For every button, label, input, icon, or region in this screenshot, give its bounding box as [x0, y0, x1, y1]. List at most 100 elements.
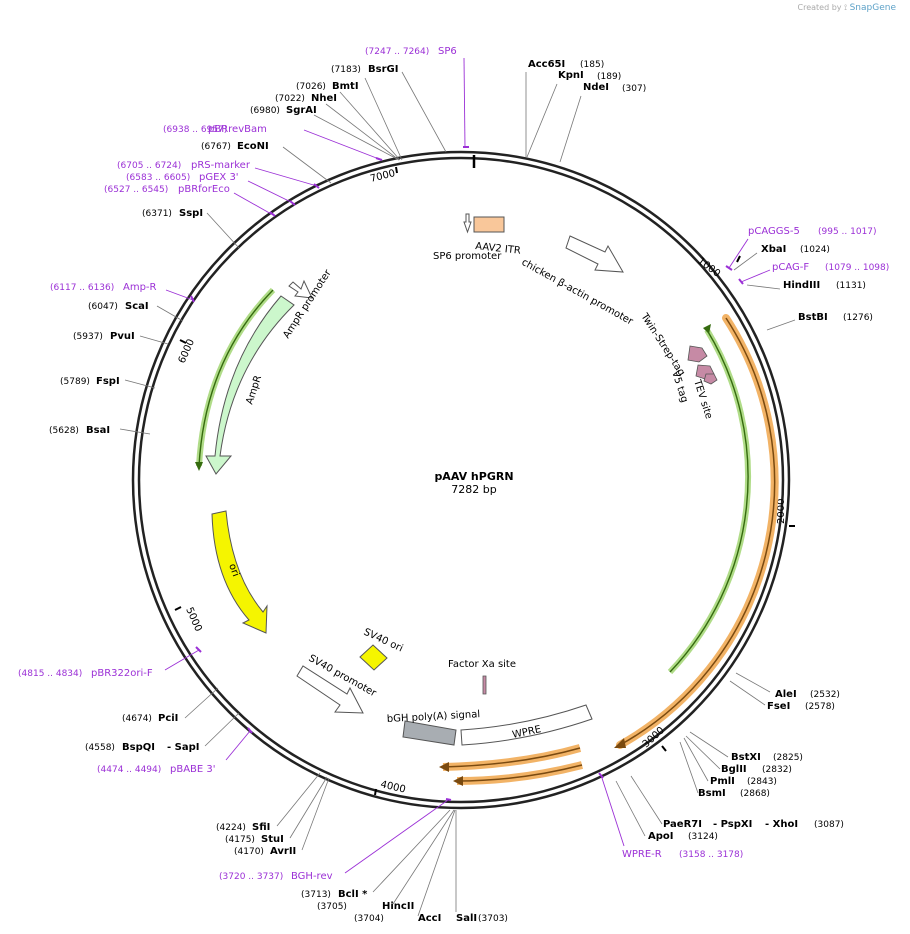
site-name-0: Acc65I — [528, 59, 565, 70]
site-name-34: BmtI — [332, 81, 359, 92]
site-name-26: BsaI — [86, 425, 110, 436]
twin-strep-tag-arrow — [687, 345, 708, 363]
plasmid-name: pAAV hPGRN — [434, 470, 513, 483]
ori-arc — [211, 510, 268, 634]
primer-name-0: SP6 — [438, 46, 457, 57]
site-name-35: BsrGI — [368, 64, 398, 75]
site-name-20: AvrII — [270, 846, 296, 857]
site-pos-2: (307) — [622, 84, 646, 94]
site-name-25: PciI — [158, 713, 178, 724]
backbone-outer — [131, 150, 791, 810]
orf-arrowhead — [614, 738, 626, 748]
primer-range-4: (6527 .. 6545) — [104, 185, 168, 195]
bgh-polya-box — [402, 720, 457, 746]
site-pos-19: (3713) — [301, 890, 331, 900]
snapgene-credit: Created by ⟟ SnapGene — [798, 3, 897, 13]
primer-name-11: pBR322ori-F — [91, 668, 153, 679]
wpre-box — [460, 704, 593, 746]
site-pos-7: (2578) — [805, 702, 835, 712]
site-name-30: SspI — [179, 208, 203, 219]
site-pos-31: (6767) — [201, 142, 231, 152]
site-pos-29: (6047) — [88, 302, 118, 312]
factor-xa-marker — [482, 675, 487, 695]
ampr-line — [198, 289, 274, 467]
primer-range-3: (6583 .. 6605) — [126, 173, 190, 183]
site-pos-4: (1131) — [836, 281, 866, 291]
site-name-4: HindIII — [783, 280, 820, 291]
primer-name-10: pBABE 3' — [170, 764, 216, 775]
site-name-19: BclI * — [338, 889, 368, 900]
site-pos-34: (7026) — [296, 82, 326, 92]
ampr-promoter-arrow — [288, 279, 313, 299]
primer-name-6: pCAGGS-5 — [748, 226, 800, 237]
tick-2000: 2000 — [776, 499, 787, 524]
site-pos-8: (2825) — [773, 753, 803, 763]
site-pos-0: (185) — [580, 60, 604, 70]
site-name-11: BsmI — [698, 788, 726, 799]
primer-range-11: (4815 .. 4834) — [18, 669, 82, 679]
site-name-24: - SapI — [167, 742, 199, 753]
site-name-8: BstXI — [731, 752, 761, 763]
sv40-ori-box — [359, 644, 388, 671]
primer-range-6: (995 .. 1017) — [818, 227, 877, 237]
site-name-9: BglII — [721, 764, 747, 775]
site-pos-1: (189) — [597, 72, 621, 82]
cds-green-arrowhead — [703, 324, 711, 334]
site-pos-22: (4224) — [216, 823, 246, 833]
site-name-3: XbaI — [761, 244, 786, 255]
site-name-5: BstBI — [798, 312, 828, 323]
site-name-12: PaeR7I — [663, 819, 702, 830]
primer-name-5: Amp-R — [123, 282, 157, 293]
site-pos-16: (3703) — [478, 914, 508, 924]
primer-name-9: BGH-rev — [291, 871, 333, 882]
ampr-label: AmpR — [244, 374, 264, 406]
plasmid-length: 7282 bp — [451, 483, 496, 496]
chicken-promoter-arrow — [565, 235, 624, 273]
primer-name-3: pGEX 3' — [199, 172, 239, 183]
site-pos-25: (4674) — [122, 714, 152, 724]
tick-marks — [174, 166, 795, 796]
site-pos-30: (6371) — [142, 209, 172, 219]
ampr-line-arrowhead — [195, 462, 203, 471]
site-name-32: SgrAI — [286, 105, 317, 116]
site-name-14: - XhoI — [765, 819, 798, 830]
created-by-text: Created by — [797, 3, 842, 12]
site-pos-33: (7022) — [275, 94, 305, 104]
factor-xa-label: Factor Xa site — [448, 659, 516, 670]
site-name-15: ApoI — [648, 831, 674, 842]
site-pos-15: (3124) — [688, 832, 718, 842]
site-pos-5: (1276) — [843, 313, 873, 323]
site-labels: Acc65I(185)KpnI(189)NdeI(307)XbaI(1024)H… — [49, 59, 873, 924]
primer-range-1: (6938 .. 6957) — [163, 125, 227, 135]
primer-name-4: pBRforEco — [178, 184, 230, 195]
sp6-promoter-label: SP6 promoter — [433, 251, 502, 262]
site-name-2: NdeI — [583, 82, 609, 93]
site-name-6: AleI — [775, 689, 797, 700]
site-name-17: AccI — [418, 913, 441, 924]
site-name-28: PvuI — [110, 331, 135, 342]
primer-range-9: (3720 .. 3737) — [219, 872, 283, 882]
orf-arc-3-arrowhead — [453, 776, 463, 786]
site-name-10: PmlI — [710, 776, 735, 787]
primer-range-7: (1079 .. 1098) — [825, 263, 889, 273]
site-pos-21: (4175) — [225, 835, 255, 845]
orf-arc-2-highlight — [442, 744, 582, 771]
site-name-7: FseI — [767, 701, 790, 712]
site-pos-11: (2868) — [740, 789, 770, 799]
site-pos-32: (6980) — [250, 106, 280, 116]
backbone-inner — [137, 156, 785, 804]
site-name-21: StuI — [261, 834, 284, 845]
primer-markers — [190, 146, 744, 801]
orf-arc-2-arrowhead — [439, 762, 449, 772]
site-pos-9: (2832) — [762, 765, 792, 775]
primer-name-1: pBRrevBam — [208, 124, 267, 135]
site-pos-20: (4170) — [234, 847, 264, 857]
primer-leader-lines — [164, 57, 771, 874]
primer-range-0: (7247 .. 7264) — [365, 47, 429, 57]
site-pos-18: (3705) — [317, 902, 347, 912]
site-pos-23: (4558) — [85, 743, 115, 753]
primer-name-8: WPRE-R — [622, 849, 662, 860]
orf-arc-2-line — [442, 747, 581, 768]
site-pos-26: (5628) — [49, 426, 79, 436]
